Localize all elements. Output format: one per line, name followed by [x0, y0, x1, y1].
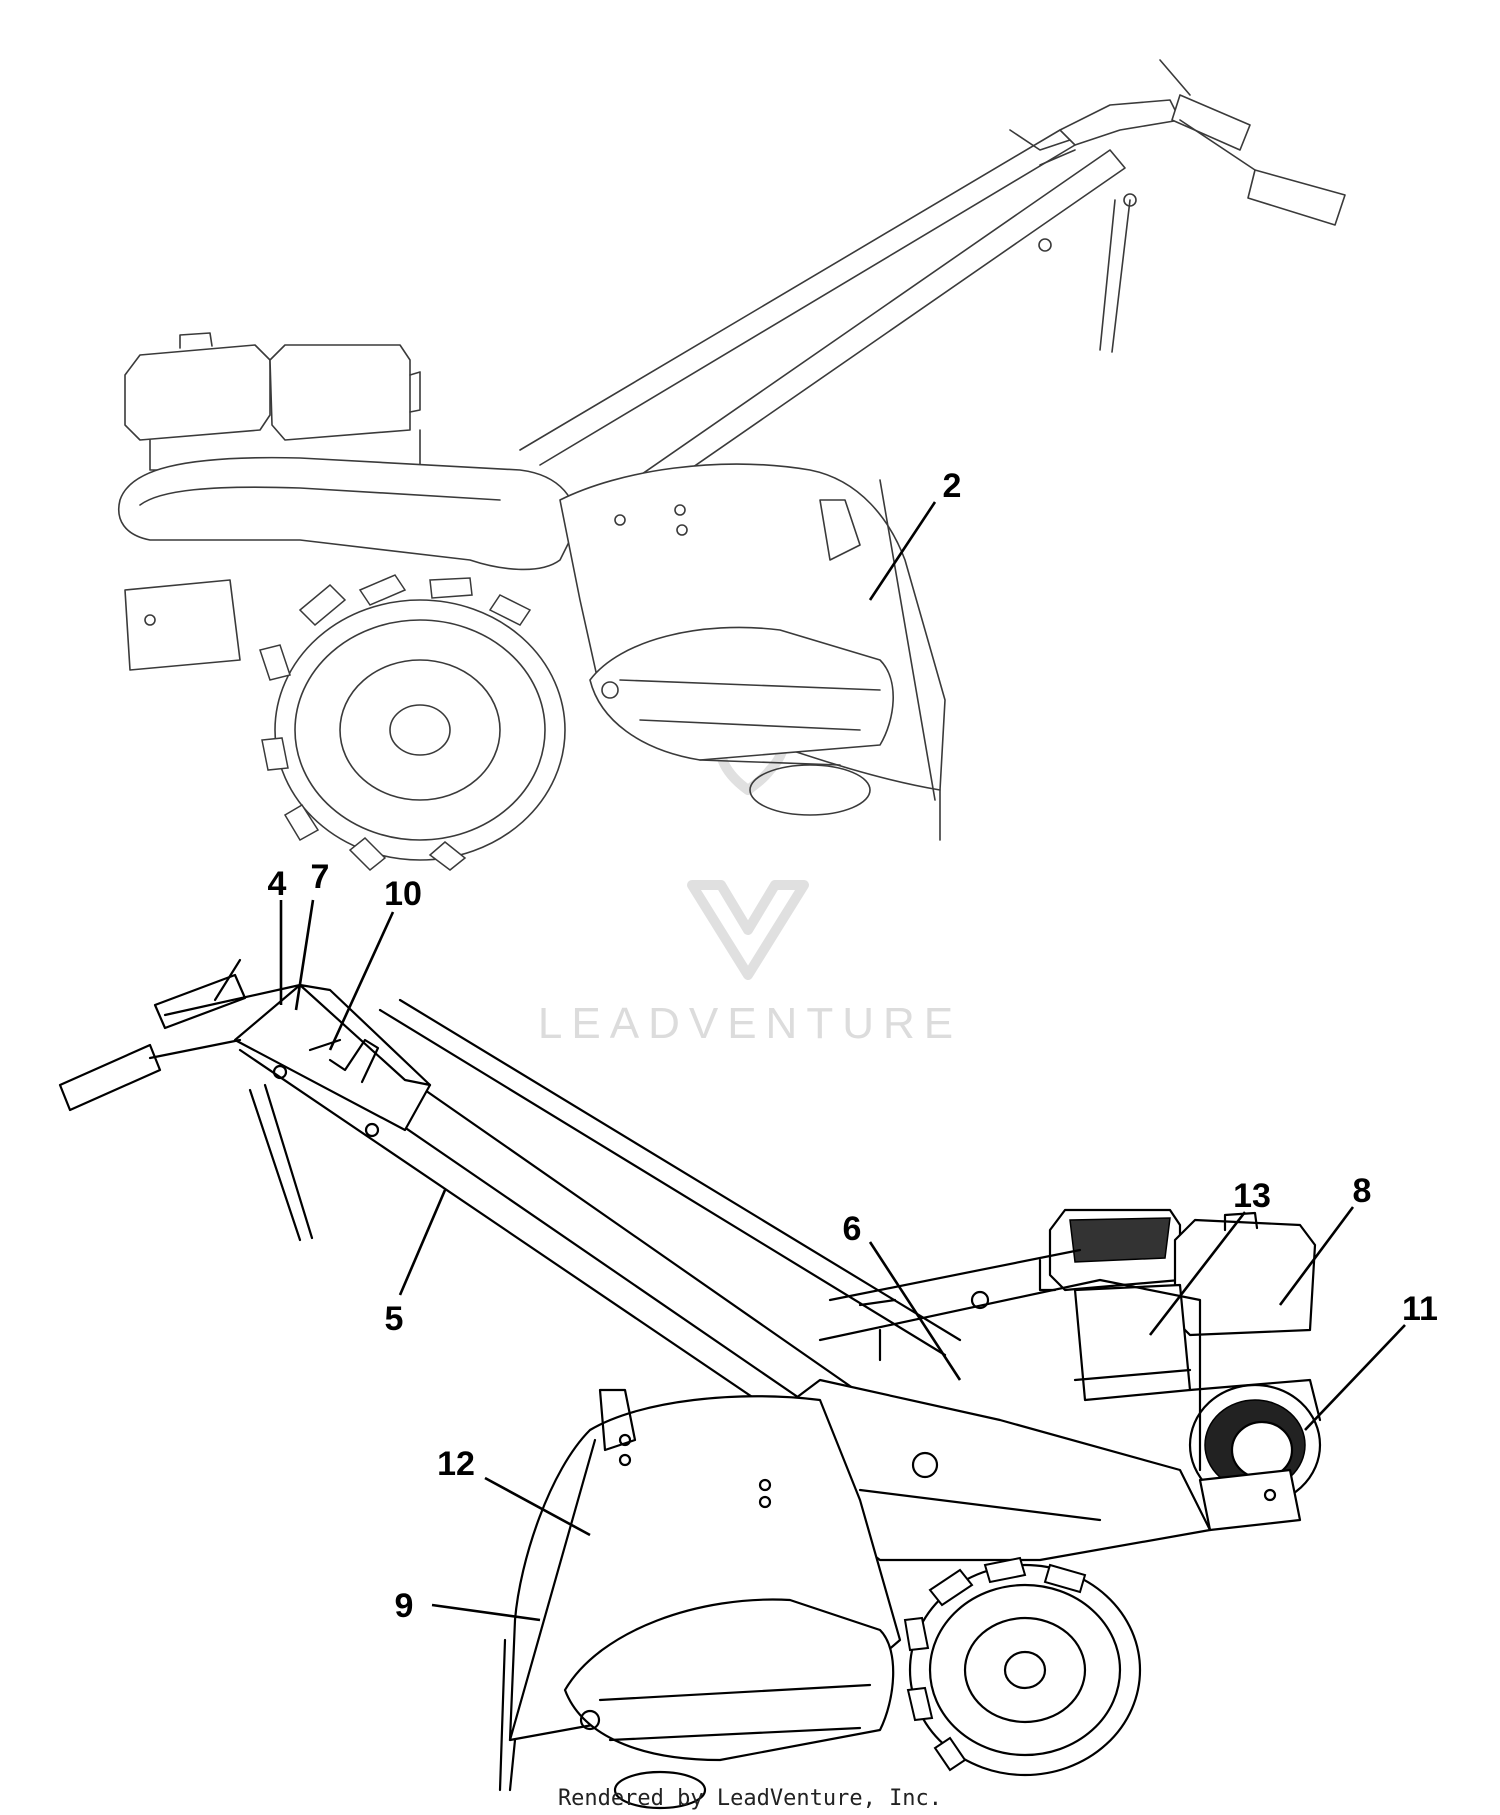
upper-wheel-treads [259, 574, 532, 872]
callout-2: 2 [943, 467, 962, 505]
watermark-text: LEADVENTURE [538, 999, 962, 1048]
callout-9: 9 [395, 1587, 414, 1625]
lower-wheel-treads [903, 1556, 1087, 1772]
callout-12: 12 [437, 1445, 475, 1483]
callout-13: 13 [1233, 1177, 1271, 1215]
footer-credit: Rendered by LeadVenture, Inc. [558, 1786, 942, 1811]
callout-11: 11 [1402, 1290, 1438, 1328]
v-logo-icon [687, 880, 809, 980]
callout-7: 7 [311, 858, 330, 896]
upper-tiller-illustration [118, 59, 1346, 872]
callout-4: 4 [268, 865, 287, 903]
lower-tiller-illustration [58, 958, 1322, 1810]
leader-lines [279, 501, 1406, 1622]
watermark: LEADVENTURE [538, 670, 962, 1048]
callouts: 2 4 5 6 7 8 9 10 11 12 13 [268, 467, 1438, 1625]
callout-5: 5 [385, 1300, 404, 1338]
callout-8: 8 [1353, 1172, 1372, 1210]
callout-6: 6 [843, 1210, 862, 1248]
callout-10: 10 [384, 875, 422, 913]
